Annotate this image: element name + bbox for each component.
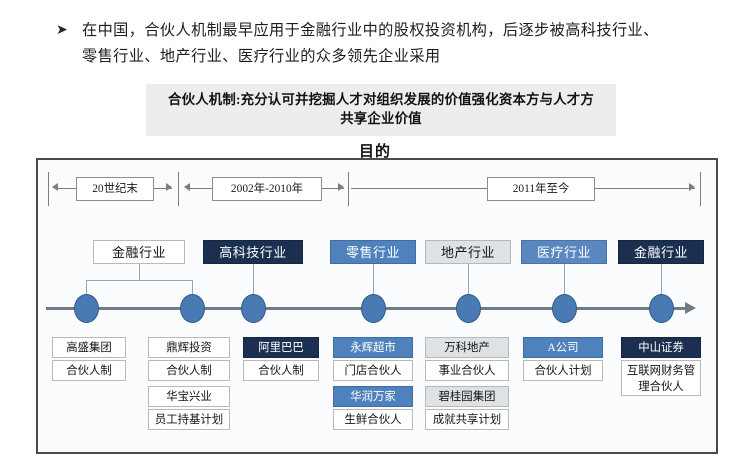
era2-arrow-left-icon	[184, 183, 190, 191]
era-label-2: 2011年至今	[487, 177, 595, 201]
era-axis: 20世纪末 2002年-2010年 2011年至今	[38, 160, 720, 216]
company-box-3-0[interactable]: 永辉超市	[333, 337, 413, 358]
industry-box-4[interactable]: 医疗行业	[521, 240, 607, 264]
era3-line-left	[351, 188, 487, 189]
timeline-node-3[interactable]	[361, 294, 386, 323]
era-label-1: 2002年-2010年	[212, 177, 322, 201]
connector-stem-2	[253, 264, 254, 296]
timeline-node-1[interactable]	[180, 294, 205, 323]
timeline-node-5[interactable]	[552, 294, 577, 323]
connector-bracket-bar	[86, 280, 192, 281]
intro-paragraph: ➤ 在中国，合伙人机制最早应用于金融行业中的股权投资机构，后逐步被高科技行业、 …	[56, 18, 737, 70]
company-box-2-1[interactable]: 合伙人制	[243, 360, 319, 381]
definition-line-1: 合伙人机制:充分认可并挖掘人才对组织发展的价值强化资本方与人才方	[168, 92, 594, 107]
company-box-6-1[interactable]: 互联网财务管理合伙人	[621, 360, 701, 396]
company-box-3-3[interactable]: 生鲜合伙人	[333, 409, 413, 430]
era-label-0: 20世纪末	[76, 177, 154, 201]
company-box-6-0[interactable]: 中山证券	[621, 337, 701, 358]
industry-box-2[interactable]: 零售行业	[330, 240, 416, 264]
definition-line-2: 共享企业价值	[340, 111, 422, 126]
company-box-4-3[interactable]: 成就共享计划	[425, 409, 509, 430]
timeline-node-4[interactable]	[456, 294, 481, 323]
timeline-arrow-icon	[685, 302, 696, 314]
company-box-1-2[interactable]: 华宝兴业	[148, 386, 230, 407]
era2-line-left	[190, 188, 212, 189]
era3-arrow-right-icon	[689, 183, 695, 191]
company-box-4-0[interactable]: 万科地产	[425, 337, 509, 358]
company-box-5-1[interactable]: 合伙人计划	[523, 360, 603, 381]
industry-box-5[interactable]: 金融行业	[618, 240, 704, 264]
era-tick-end	[700, 172, 701, 206]
company-box-5-0[interactable]: A公司	[523, 337, 603, 358]
connector-stem-6	[661, 264, 662, 296]
era2-arrow-right-icon	[338, 183, 344, 191]
connector-stem-4	[468, 264, 469, 296]
company-box-1-1[interactable]: 合伙人制	[148, 360, 230, 381]
industry-box-3[interactable]: 地产行业	[425, 240, 511, 264]
era-tick-2	[348, 172, 349, 206]
triangle-right-bullet-icon: ➤	[56, 22, 68, 38]
era-tick-start	[48, 172, 49, 206]
page-title: 目的	[358, 144, 391, 160]
era1-line-left	[58, 188, 76, 189]
connector-bracket-left	[86, 280, 87, 296]
industry-box-0[interactable]: 金融行业	[93, 240, 185, 264]
company-box-1-0[interactable]: 鼎辉投资	[148, 337, 230, 358]
industry-box-1[interactable]: 高科技行业	[203, 240, 303, 264]
timeline-node-2[interactable]	[241, 294, 266, 323]
company-box-4-2[interactable]: 碧桂园集团	[425, 386, 509, 407]
connector-bracket-stem	[139, 264, 140, 280]
timeline-node-0[interactable]	[74, 294, 99, 323]
era3-line-right	[595, 188, 695, 189]
company-box-2-0[interactable]: 阿里巴巴	[243, 337, 319, 358]
company-box-0-1[interactable]: 合伙人制	[52, 360, 126, 381]
era-tick-1	[178, 172, 179, 206]
connector-stem-3	[373, 264, 374, 296]
era1-line-right	[154, 188, 172, 189]
intro-text: 在中国，合伙人机制最早应用于金融行业中的股权投资机构，后逐步被高科技行业、 零售…	[82, 18, 737, 70]
company-box-3-2[interactable]: 华润万家	[333, 386, 413, 407]
company-box-1-3[interactable]: 员工持基计划	[148, 409, 230, 430]
company-box-0-0[interactable]: 高盛集团	[52, 337, 126, 358]
company-box-3-1[interactable]: 门店合伙人	[333, 360, 413, 381]
intro-line-1: 在中国，合伙人机制最早应用于金融行业中的股权投资机构，后逐步被高科技行业、	[82, 22, 659, 39]
intro-line-2: 零售行业、地产行业、医疗行业的众多领先企业采用	[82, 48, 441, 65]
timeline-diagram: 20世纪末 2002年-2010年 2011年至今 金融行业 高科技行业 零售行…	[36, 158, 718, 454]
timeline-node-6[interactable]	[649, 294, 674, 323]
era1-arrow-left-icon	[52, 183, 58, 191]
era1-arrow-right-icon	[166, 183, 172, 191]
company-box-4-1[interactable]: 事业合伙人	[425, 360, 509, 381]
era2-line-right	[322, 188, 344, 189]
connector-stem-5	[564, 264, 565, 296]
connector-bracket-right	[192, 280, 193, 296]
definition-banner: 合伙人机制:充分认可并挖掘人才对组织发展的价值强化资本方与人才方 共享企业价值	[146, 84, 616, 136]
